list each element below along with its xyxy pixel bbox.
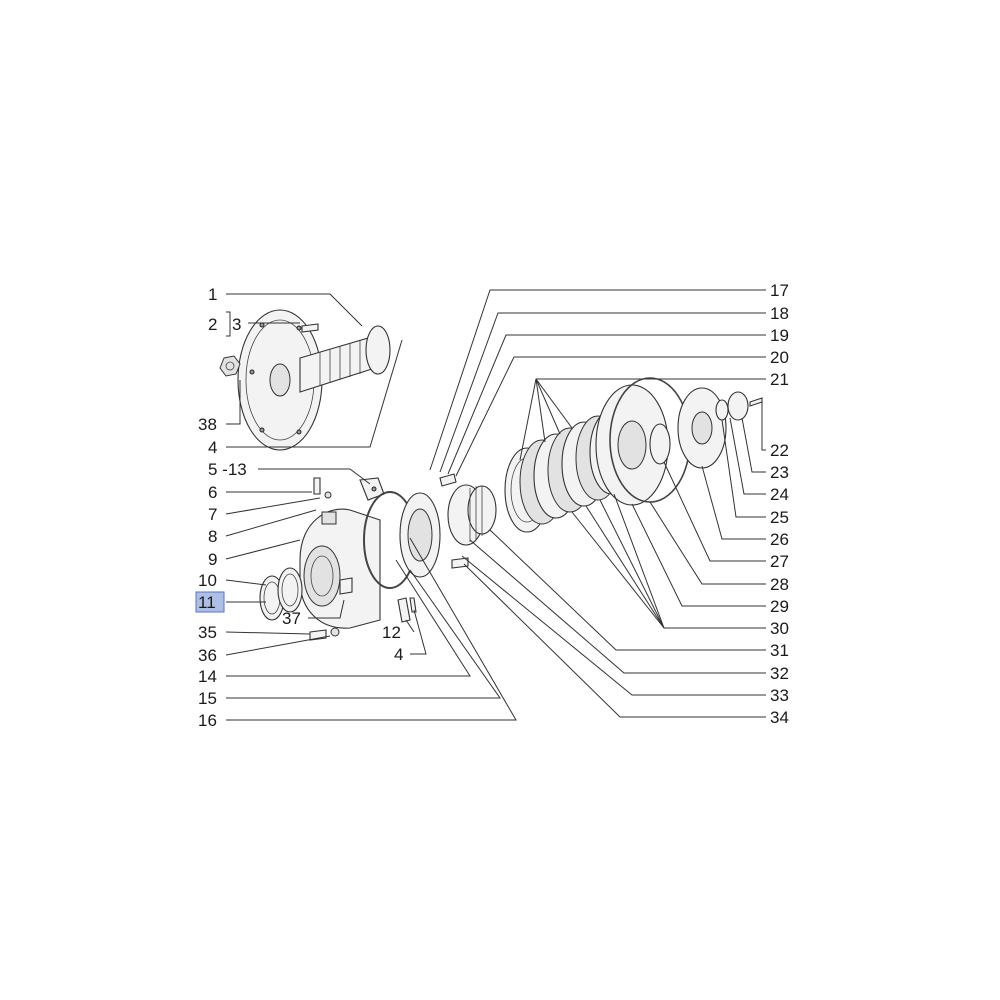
callout-30[interactable]: 30	[770, 619, 789, 638]
callout-28[interactable]: 28	[770, 575, 789, 594]
brake-housing-cover	[595, 377, 691, 506]
callout-37[interactable]: 37	[282, 609, 301, 628]
callout-9[interactable]: 9	[208, 550, 217, 569]
callout-8[interactable]: 8	[208, 527, 217, 546]
leader-lines	[225, 289, 766, 721]
bolt-and-washer	[309, 627, 340, 641]
callout-26[interactable]: 26	[770, 530, 789, 549]
wheel-stud	[301, 323, 319, 333]
callout-21[interactable]: 21	[770, 370, 789, 389]
callout-14[interactable]: 14	[198, 667, 217, 686]
callout-20[interactable]: 20	[770, 348, 789, 367]
callout-35[interactable]: 35	[198, 623, 217, 642]
callout-32[interactable]: 32	[770, 664, 789, 683]
callout-4[interactable]: 4	[208, 438, 217, 457]
callout-38[interactable]: 38	[198, 415, 217, 434]
callout-6[interactable]: 6	[208, 483, 217, 502]
callout-15[interactable]: 15	[198, 689, 217, 708]
hub-housing	[299, 508, 381, 629]
callout-18[interactable]: 18	[770, 304, 789, 323]
callout-2[interactable]: 2	[208, 315, 217, 334]
selected-callout-highlight	[195, 591, 225, 613]
axle-shaft-flange	[237, 309, 391, 451]
callout-23[interactable]: 23	[770, 463, 789, 482]
callout-27[interactable]: 27	[770, 552, 789, 571]
callout-22[interactable]: 22	[770, 441, 789, 460]
callout-31[interactable]: 31	[770, 641, 789, 660]
callout-29[interactable]: 29	[770, 597, 789, 616]
callout-36[interactable]: 36	[198, 646, 217, 665]
callout-25[interactable]: 25	[770, 508, 789, 527]
callout-3[interactable]: 3	[232, 315, 241, 334]
callout-labels: 1 2 3 38 4 5 -13 6 7 8 9 10 11 35 36 14 …	[195, 281, 789, 730]
callout-7[interactable]: 7	[208, 505, 217, 524]
planetary-carrier	[439, 473, 497, 569]
callout-33[interactable]: 33	[770, 686, 789, 705]
callout-19[interactable]: 19	[770, 326, 789, 345]
o-ring-and-piston	[363, 491, 441, 623]
callout-12[interactable]: 12	[382, 623, 401, 642]
callout-5-13[interactable]: 5 -13	[208, 460, 247, 479]
callout-34[interactable]: 34	[770, 708, 789, 727]
wheel-nut	[219, 355, 241, 377]
callout-1[interactable]: 1	[208, 285, 217, 304]
pin-fasteners	[313, 477, 332, 499]
brake-caliper-bracket	[359, 477, 385, 501]
callout-16[interactable]: 16	[198, 711, 217, 730]
seal-rings	[259, 567, 303, 621]
callout-24[interactable]: 24	[770, 485, 789, 504]
callout-11[interactable]: 11	[198, 593, 216, 612]
callout-10[interactable]: 10	[198, 571, 217, 590]
callout-4b[interactable]: 4	[394, 645, 403, 664]
sprocket-gear	[677, 387, 763, 469]
callout-17[interactable]: 17	[770, 281, 789, 300]
